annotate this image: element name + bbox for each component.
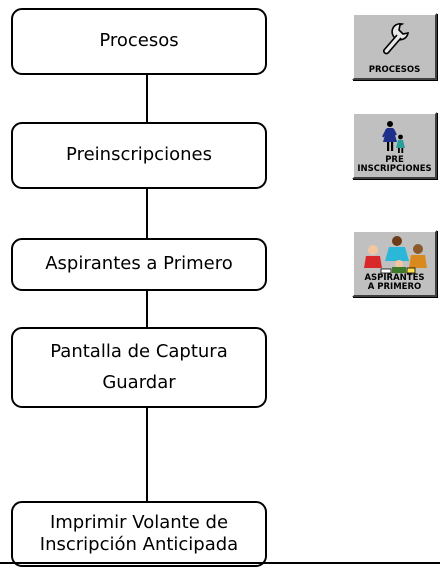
step-label-line2: Inscripción Anticipada — [39, 534, 239, 555]
step-label-line1: Pantalla de Captura — [50, 340, 228, 362]
family-icon — [381, 121, 405, 153]
step-label-line2: Guardar — [102, 371, 176, 393]
wrench-icon — [382, 22, 409, 55]
aspirantes-button[interactable]: ASPIRANTES A PRIMERO — [352, 230, 437, 297]
step-captura: Pantalla de Captura Guardar — [11, 327, 267, 408]
connector-4 — [146, 408, 148, 501]
step-preinscripciones: Preinscripciones — [11, 122, 267, 189]
connector-1 — [146, 75, 148, 122]
step-aspirantes: Aspirantes a Primero — [11, 238, 267, 291]
step-label: Preinscripciones — [66, 144, 212, 166]
aspirantes-caption-line2: A PRIMERO — [367, 282, 422, 292]
step-label: Procesos — [99, 30, 179, 52]
preinscripciones-caption-line1: PRE — [385, 155, 404, 165]
students-icon — [363, 236, 427, 274]
aspirantes-caption-line1: ASPIRANTES — [364, 273, 425, 283]
step-imprimir: Imprimir Volante de Inscripción Anticipa… — [11, 501, 267, 567]
preinscripciones-caption-line2: INSCRIPCIONES — [357, 164, 432, 174]
step-procesos: Procesos — [11, 8, 267, 75]
procesos-caption: PROCESOS — [368, 65, 421, 75]
bottom-rule — [0, 562, 440, 564]
step-label-line1: Imprimir Volante de — [49, 512, 229, 534]
step-label: Aspirantes a Primero — [45, 253, 233, 275]
procesos-button[interactable]: PROCESOS — [352, 13, 437, 80]
preinscripciones-button[interactable]: PRE INSCRIPCIONES — [352, 112, 437, 179]
connector-3 — [146, 291, 148, 327]
connector-2 — [146, 189, 148, 238]
